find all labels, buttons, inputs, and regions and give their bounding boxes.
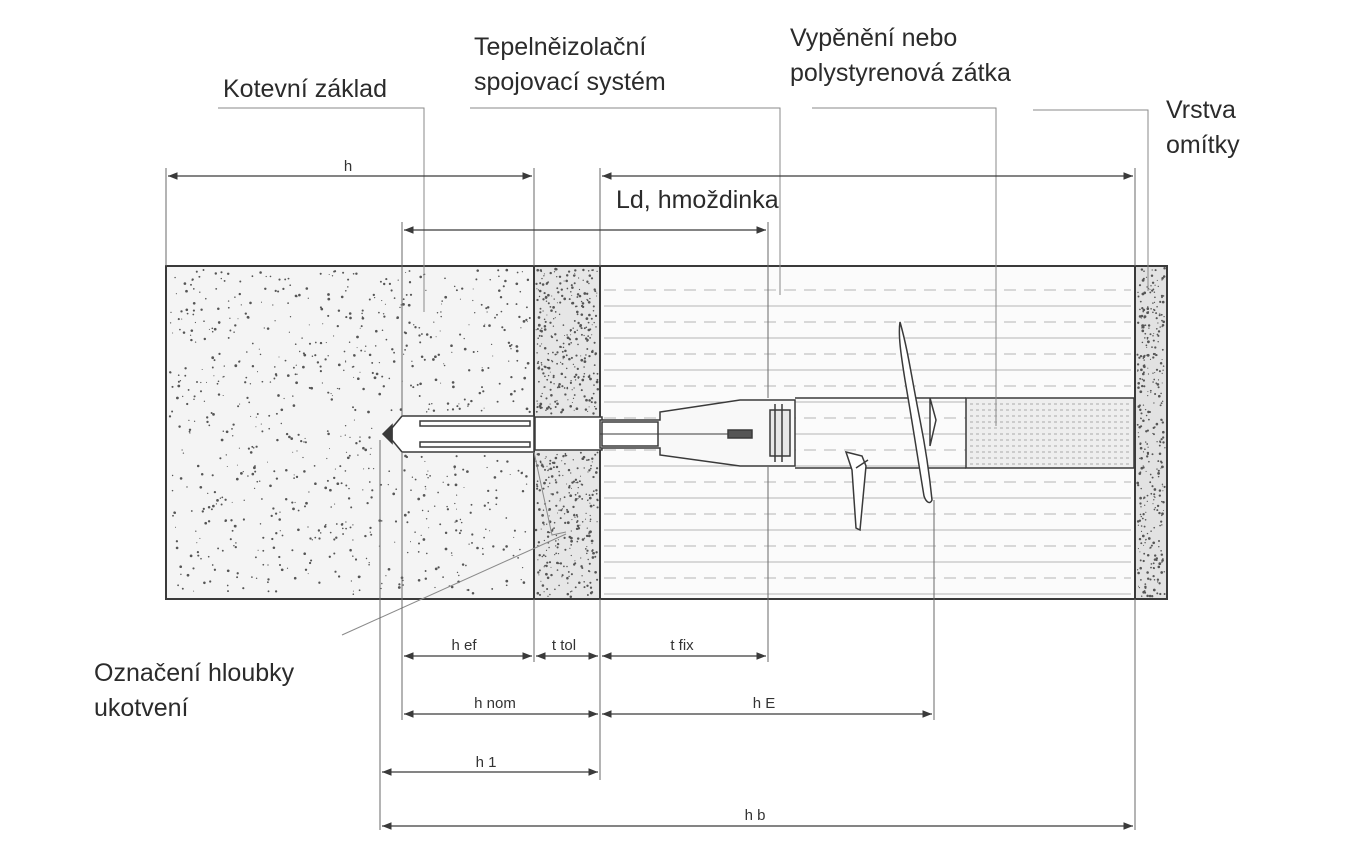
dim-label-h1: h 1 xyxy=(476,754,497,771)
dim-label-tfix: t fix xyxy=(670,637,694,654)
insulation-texture xyxy=(604,289,1131,595)
label-insulation-system: Tepelněizolační spojovací systém xyxy=(474,33,666,96)
dim-label-he: h E xyxy=(753,695,776,712)
dim-label-ttol: t tol xyxy=(552,637,576,654)
dim-label-hb: h b xyxy=(745,807,766,824)
label-plaster-layer: Vrstva omítky xyxy=(1166,96,1240,159)
leader-lines xyxy=(218,107,1149,636)
label-foam-plug: Vypěnění nebo polystyrenová zátka xyxy=(790,24,1011,87)
dim-label-hef: h ef xyxy=(451,637,477,654)
plaster-layer xyxy=(1134,265,1168,600)
dim-label-h: h xyxy=(344,158,352,175)
dimension-lines xyxy=(168,172,1133,830)
plaster-texture xyxy=(1136,266,1166,598)
label-anchor-base: Kotevní základ xyxy=(223,75,387,103)
extension-lines xyxy=(165,168,1136,830)
dim-label-hnom: h nom xyxy=(474,695,516,712)
dowel xyxy=(381,321,966,532)
label-dowel: Ld, hmoždinka xyxy=(616,186,779,214)
concrete-texture xyxy=(168,268,531,595)
label-anchor-depth-mark: Označení hloubky ukotvení xyxy=(94,659,295,722)
adhesive-texture xyxy=(534,267,600,598)
foam-plug-texture xyxy=(970,403,1130,465)
